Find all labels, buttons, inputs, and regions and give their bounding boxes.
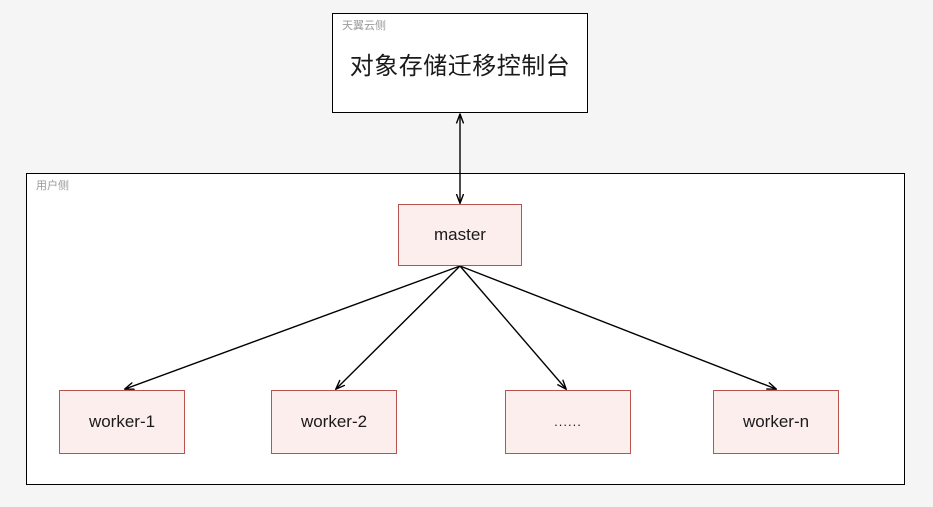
group-cloud-side-label: 天翼云侧 bbox=[342, 20, 386, 32]
node-worker-n[interactable]: worker-n bbox=[713, 390, 839, 454]
node-worker-more[interactable]: ...... bbox=[505, 390, 631, 454]
node-worker-2-label: worker-2 bbox=[300, 412, 368, 431]
node-worker-2[interactable]: worker-2 bbox=[271, 390, 397, 454]
node-master[interactable]: master bbox=[398, 204, 522, 266]
console-title: 对象存储迁移控制台 bbox=[349, 53, 571, 80]
node-worker-1[interactable]: worker-1 bbox=[59, 390, 185, 454]
node-worker-n-label: worker-n bbox=[742, 412, 810, 431]
group-user-side-label: 用户侧 bbox=[36, 180, 69, 192]
node-master-label: master bbox=[434, 225, 486, 244]
group-cloud-side[interactable]: 天翼云侧 对象存储迁移控制台 bbox=[332, 13, 588, 113]
node-worker-1-label: worker-1 bbox=[88, 412, 156, 431]
node-worker-more-label: ...... bbox=[554, 414, 582, 429]
